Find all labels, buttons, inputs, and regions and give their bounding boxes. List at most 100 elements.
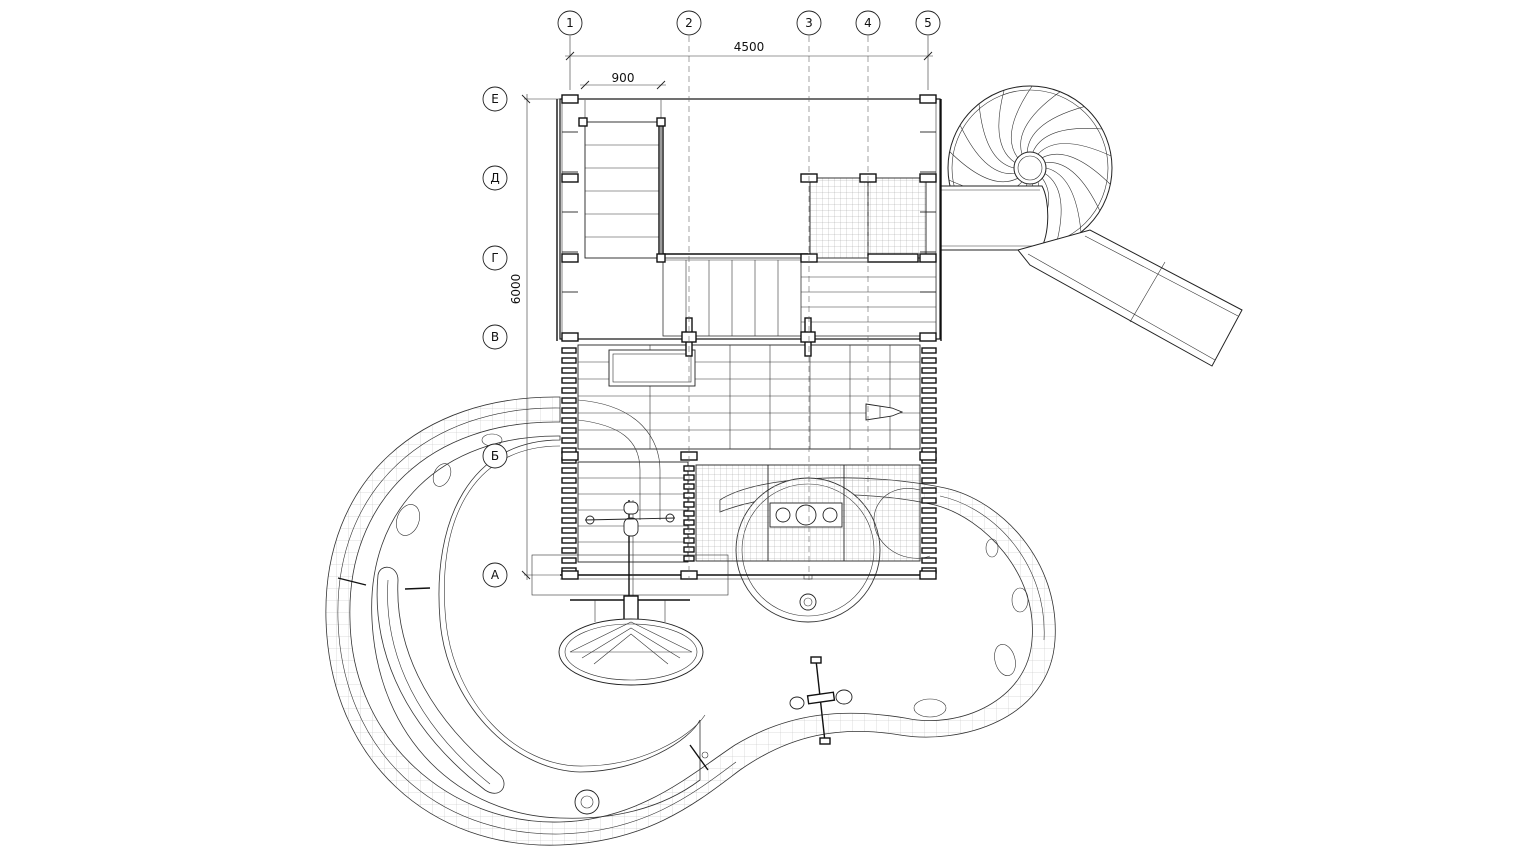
slide-rib [959, 124, 1016, 174]
dimension-900: 900 [612, 71, 635, 85]
ladder-rung [561, 367, 577, 374]
ladder-rung [921, 467, 937, 474]
stair-post [656, 253, 666, 263]
spiral-slide [939, 85, 1243, 367]
axis-bubble-1: 1 [557, 10, 583, 36]
grid-axes [569, 36, 929, 580]
ladder-rung [561, 347, 577, 354]
structural-post [919, 570, 937, 580]
ladder-rung [561, 437, 577, 444]
ladder-rung [561, 417, 577, 424]
slide-rib [1026, 106, 1085, 153]
axis-bubble-v: В [482, 324, 508, 350]
axis-bubble-b: Б [482, 443, 508, 469]
structural-post [561, 173, 579, 183]
ladder-rung [921, 397, 937, 404]
slide-rib [1011, 86, 1033, 158]
dimension-overall-depth: 6000 [509, 94, 560, 580]
axis-label-g: Г [491, 251, 498, 265]
ladder-rung [921, 407, 937, 414]
ladder-rung [921, 507, 937, 514]
ladder-rung [921, 417, 937, 424]
axis-label-a: А [491, 568, 500, 582]
axis-bubble-e: Е [482, 86, 508, 112]
slide-rib [1042, 154, 1111, 185]
ladder-rung [921, 547, 937, 554]
ladder-rung [921, 387, 937, 394]
ladder-rung [561, 407, 577, 414]
dimension-4500: 4500 [734, 40, 765, 54]
ladder-rung [921, 537, 937, 544]
ladder-rung [921, 527, 937, 534]
ladder-rung [561, 517, 577, 524]
axis-bubble-4: 4 [855, 10, 881, 36]
structural-post [561, 253, 579, 263]
axis-bubble-d: Д [482, 165, 508, 191]
ladder-rung [921, 557, 937, 564]
axis-label-2: 2 [685, 16, 693, 30]
ladder-rung [561, 557, 577, 564]
slide-rib [949, 151, 1018, 182]
axis-label-1: 1 [566, 16, 574, 30]
axis-label-v: В [491, 330, 499, 344]
ladder-rung [561, 527, 577, 534]
ladder-rung [561, 487, 577, 494]
ladder-rung [921, 377, 937, 384]
stair-post [656, 117, 666, 127]
slide-rib [1020, 91, 1061, 155]
ladder-rung [921, 497, 937, 504]
slide-rib [1045, 167, 1082, 233]
ladder-rung [561, 537, 577, 544]
dimension-stair-width: 900 [580, 71, 666, 90]
axis-bubble-a: А [482, 562, 508, 588]
axis-label-4: 4 [864, 16, 872, 30]
ladder-rung [921, 347, 937, 354]
stair-post [578, 117, 588, 127]
axis-bubble-3: 3 [796, 10, 822, 36]
slide-rib [998, 90, 1016, 163]
safety-surface-track [325, 396, 1056, 846]
axis-label-e: Е [491, 92, 499, 106]
slide-rib [1032, 128, 1103, 153]
ladder-rung [561, 467, 577, 474]
ladder-rung [561, 377, 577, 384]
ladder-rung [561, 477, 577, 484]
structural-post [919, 94, 937, 104]
structural-post [919, 332, 937, 342]
structural-post [561, 332, 579, 342]
axis-bubble-g: Г [482, 245, 508, 271]
ladder-rung [921, 487, 937, 494]
ladder-rung [561, 507, 577, 514]
ladder-rung [921, 517, 937, 524]
ladder-rung [561, 387, 577, 394]
axis-label-3: 3 [805, 16, 813, 30]
axis-bubble-2: 2 [676, 10, 702, 36]
ladder-rung [561, 357, 577, 364]
ladder-rung [561, 397, 577, 404]
tower-structure [531, 94, 942, 686]
structural-post [919, 253, 937, 263]
seesaw [789, 656, 853, 745]
ladder-rung [921, 427, 937, 434]
axis-label-b: Б [491, 449, 499, 463]
ladder-rung [561, 497, 577, 504]
structural-post [919, 451, 937, 461]
ladder-rung [561, 427, 577, 434]
structural-post [919, 173, 937, 183]
structural-post [561, 451, 579, 461]
axis-bubble-5: 5 [915, 10, 941, 36]
structural-post [561, 94, 579, 104]
slide-rib [978, 103, 1015, 169]
slide-rib [1044, 173, 1062, 246]
ladder-rung [921, 437, 937, 444]
slide-rib [1037, 143, 1112, 157]
structural-post [561, 570, 579, 580]
dimension-overall-width: 4500 [565, 40, 933, 61]
ladder-rung [921, 367, 937, 374]
dimension-6000: 6000 [509, 274, 523, 305]
ladder-rung [561, 547, 577, 554]
axis-label-5: 5 [924, 16, 932, 30]
ladder-rung [921, 357, 937, 364]
axis-label-d: Д [490, 171, 499, 185]
